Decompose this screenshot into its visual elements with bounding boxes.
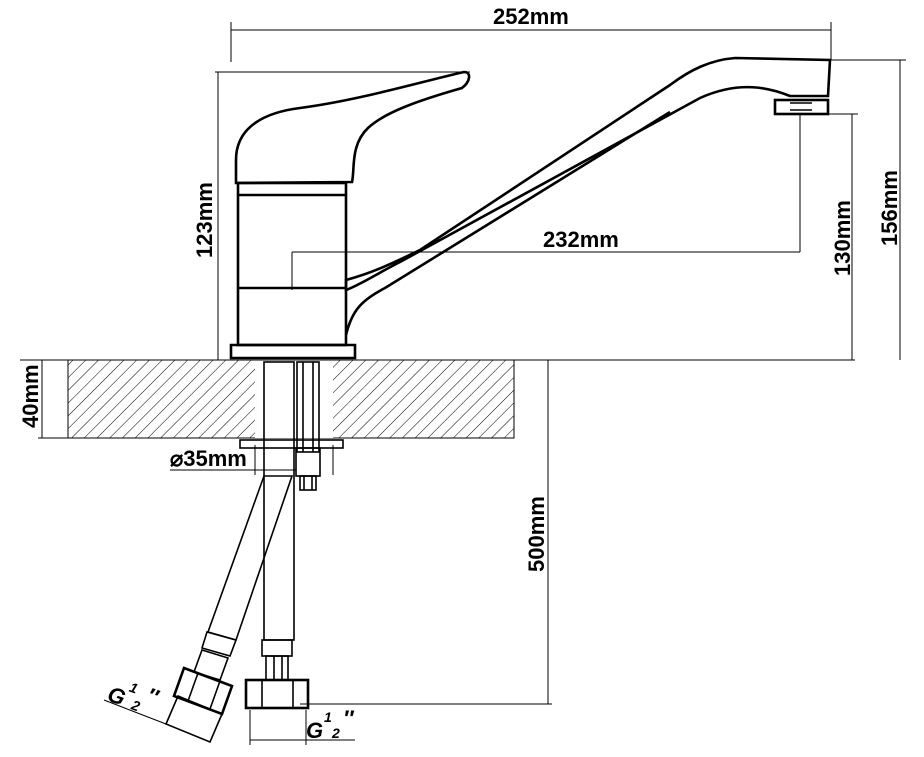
- faucet-body: [229, 56, 832, 360]
- lever-handle: [234, 70, 471, 185]
- dim-hose-length: 500mm: [524, 496, 549, 572]
- svg-text:″: ″: [143, 683, 163, 711]
- left-hex-nut: [172, 666, 234, 716]
- aerator: [773, 98, 830, 116]
- thread-label-right: G 1 2 ″: [306, 706, 355, 743]
- svg-text:″: ″: [343, 706, 355, 731]
- mounting-assembly: [164, 361, 344, 745]
- dim-mount-diameter: ⌀35mm: [170, 446, 247, 471]
- svg-text:1: 1: [324, 709, 332, 725]
- dim-spout-height: 130mm: [830, 200, 855, 276]
- left-fitting-tail: [164, 694, 224, 744]
- dim-body-height: 123mm: [192, 182, 217, 258]
- hose-left-sleeve: [200, 631, 238, 657]
- hose-right-sleeve: [261, 639, 293, 657]
- svg-text:G: G: [306, 718, 323, 743]
- right-hex-nut: [244, 678, 310, 710]
- mounting-shank: [296, 361, 320, 453]
- dim-total-height: 156mm: [877, 170, 902, 246]
- dim-countertop: 40mm: [18, 364, 43, 428]
- svg-text:2: 2: [331, 725, 340, 741]
- dimension-lines: [38, 22, 906, 741]
- dim-total-length: 252mm: [493, 4, 569, 29]
- svg-text:2: 2: [128, 696, 142, 714]
- spout-lower-curve: [344, 110, 671, 336]
- svg-text:G: G: [104, 681, 129, 710]
- hose-left: [206, 475, 294, 641]
- thread-label-left: G 1 2 ″: [104, 679, 163, 715]
- dim-spout-reach: 232mm: [543, 227, 619, 252]
- countertop: [20, 359, 855, 439]
- svg-text:1: 1: [127, 679, 140, 697]
- base-flange: [229, 343, 357, 360]
- spout: [344, 56, 832, 292]
- mounting-stud: [299, 475, 317, 491]
- mounting-washer: [239, 439, 344, 449]
